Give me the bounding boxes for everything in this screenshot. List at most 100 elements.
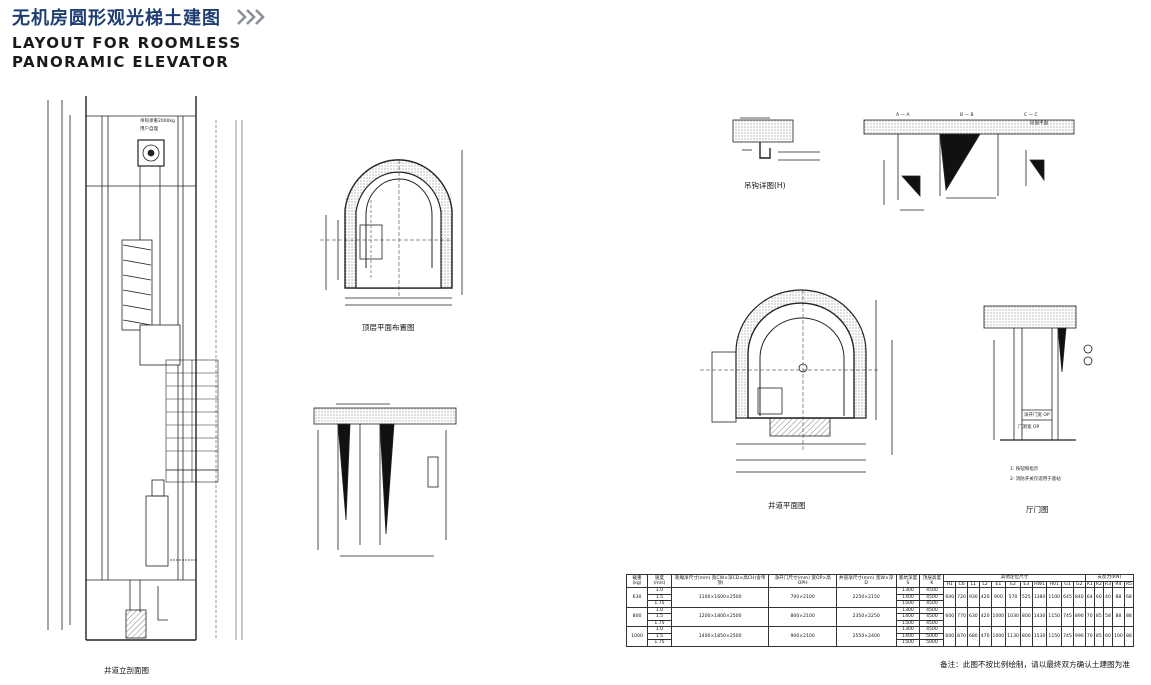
caption-hook: 吊钩详图(H) [744, 180, 786, 190]
table-cell: 1.75 [647, 600, 672, 608]
table-cell: 70 [1084, 606, 1095, 627]
table-cell: 700×2100 [768, 587, 837, 608]
th-door: 净开门尺寸(mm) 宽OP×高OPH [768, 574, 837, 588]
table-cell: 1500 [895, 639, 921, 647]
table-cell: 720 [955, 587, 968, 608]
sill-sections-drawing [863, 119, 1075, 211]
hook-detail-drawing [732, 117, 820, 161]
floor-plate-label: 层面平面 [1030, 120, 1048, 126]
table-cell: 1530 [1031, 626, 1048, 647]
table-cell: 600 [943, 587, 957, 608]
table-cell: 4500 [919, 587, 945, 595]
table-cell: 800 [1019, 606, 1033, 627]
table-cell: 1.5 [647, 613, 672, 621]
th-sub: HW1 [1031, 580, 1048, 588]
table-cell: 680 [966, 626, 980, 647]
table-header-row: 载重(kg) 速度(m/s) 轿厢净尺寸(mm) 宽CW×深CD×高CH(含吊顶… [625, 574, 1135, 588]
table-cell: 1200×1800×2500 [670, 606, 770, 627]
table-cell: 990 [1072, 626, 1086, 647]
table-subheader-row: H1 C6 L1 L2 E1 E2 E3 HW1 H01 G1 G2 R1 R2… [627, 580, 1135, 588]
th-shaft: 井道净尺寸(mm) 宽W×深D [835, 574, 897, 588]
table-cell: 2350×2250 [835, 606, 897, 627]
table-cell: 1100 [1046, 587, 1063, 608]
title-en-line1: LAYOUT FOR ROOMLESS [12, 34, 242, 52]
title-en-line2: PANORAMIC ELEVATOR [12, 53, 230, 71]
table-cell: 1000 [625, 626, 649, 647]
table-cell: 68 [1123, 587, 1135, 608]
table-cell: 1.75 [647, 619, 672, 627]
table-cell: 1000 [990, 606, 1007, 627]
door-section-drawing [313, 403, 457, 557]
hook-load-label: 吊钩承重2000kg [140, 117, 175, 124]
caption-top-plan: 顶层平面布置图 [362, 322, 415, 332]
th-sub: R1 [1084, 580, 1095, 588]
table-cell: 4500 [919, 619, 945, 627]
table-cell: 1430 [1031, 606, 1048, 627]
table-cell: 745 [1061, 626, 1074, 647]
table-cell: 1000 [990, 626, 1007, 647]
table-cell: 770 [955, 606, 968, 627]
table-cell: 2250×2150 [835, 587, 897, 608]
top-floor-plan-drawing [320, 150, 463, 306]
th-height: 顶层高度K [919, 574, 945, 588]
table-cell: 1150 [1046, 606, 1063, 627]
table-cell: 100 [1112, 626, 1125, 647]
table-cell: 470 [978, 626, 992, 647]
th-load: 载重(kg) [625, 574, 649, 588]
table-cell: 85 [1093, 626, 1104, 647]
section-b-b: B — B [960, 112, 974, 118]
table-cell: 1400×1850×2500 [670, 626, 770, 647]
door-width-label: 门洞宽 OP [1018, 423, 1039, 430]
table-cell: 1100×1600×2500 [670, 587, 770, 608]
table-cell: 930 [966, 587, 980, 608]
table-cell: 88 [1123, 606, 1135, 627]
section-c-c: C — C [1024, 112, 1038, 118]
table-cell: 58 [1102, 606, 1114, 627]
user-supplied-label: 用户自理 [140, 125, 158, 132]
hoistway-section-drawing [47, 96, 243, 641]
table-cell: 570 [1005, 587, 1021, 608]
th-forces: 支反力(KN) [1084, 574, 1135, 582]
table-cell: 890 [1072, 606, 1086, 627]
table-cell: 1380 [1031, 587, 1048, 608]
th-speed: 速度(m/s) [647, 574, 672, 588]
table-cell: 5000 [919, 632, 945, 640]
table-cell: 1.75 [647, 639, 672, 647]
table-cell: 645 [1061, 587, 1074, 608]
table-cell: 745 [1061, 606, 1074, 627]
table-cell: 60 [1093, 587, 1104, 608]
caption-section: 井道立剖面图 [104, 665, 149, 675]
clear-width-label: 净开门宽 OP [1024, 411, 1050, 418]
table-cell: 1.5 [647, 632, 672, 640]
spec-table: 载重(kg) 速度(m/s) 轿厢净尺寸(mm) 宽CW×深CD×高CH(含吊顶… [625, 574, 1135, 647]
table-cell: 600 [943, 626, 957, 647]
th-pit: 底坑深度S [895, 574, 921, 588]
th-car: 轿厢净尺寸(mm) 宽CW×深CD×高CH(含吊顶) [670, 574, 770, 588]
table-cell: 88 [1123, 626, 1135, 647]
table-cell: 88 [1112, 606, 1125, 627]
table-cell: 800 [625, 606, 649, 627]
table-cell: 800 [1019, 626, 1033, 647]
table-cell: 600 [943, 606, 957, 627]
table-cell: 4500 [919, 606, 945, 614]
table-cell: 800×2100 [768, 606, 837, 627]
table-cell: 900 [990, 587, 1007, 608]
hoistway-plan-drawing [700, 289, 893, 473]
table-cell: 525 [1019, 587, 1033, 608]
table-cell: 4500 [919, 626, 945, 634]
section-a-a: A — A [896, 112, 910, 118]
caption-hoistway-plan: 井道平面图 [768, 500, 806, 510]
table-cell: 64 [1084, 587, 1095, 608]
table-cell: 2550×2400 [835, 626, 897, 647]
table-cell: 1130 [1005, 626, 1021, 647]
